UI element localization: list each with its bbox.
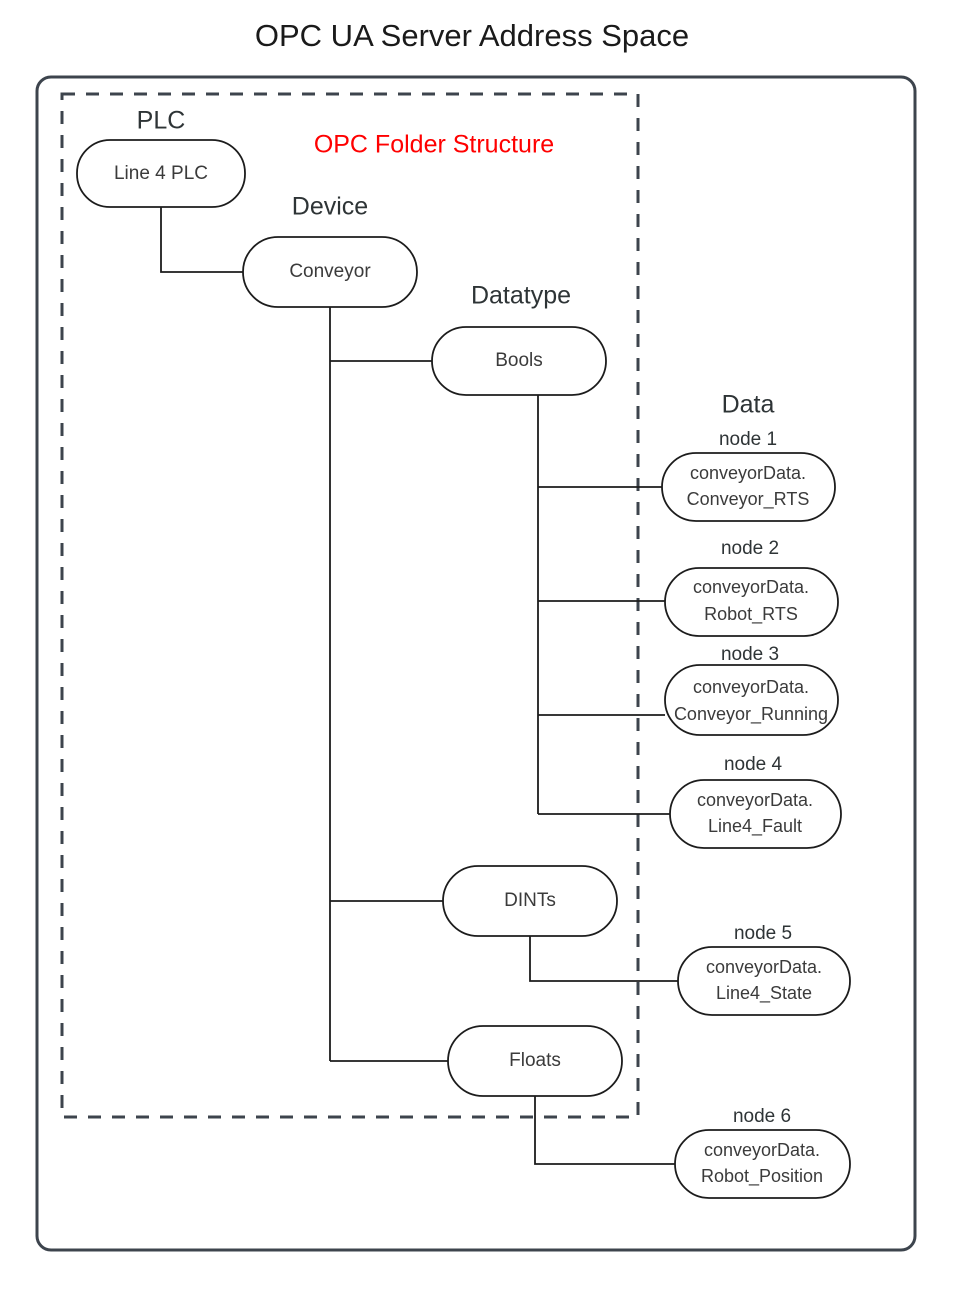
data-node-3-line1: conveyorData. (693, 677, 809, 697)
column-label-device: Device (292, 193, 368, 221)
data-node-6-line1: conveyorData. (704, 1140, 820, 1160)
data-node-4-line1: conveyorData. (697, 790, 813, 810)
opc-folder-structure-banner: OPC Folder Structure (314, 131, 554, 159)
node-dints-label: DINTs (504, 890, 556, 911)
data-node-1[interactable]: node 1 conveyorData. Conveyor_RTS (661, 429, 836, 522)
connector-floats-to-node-6 (534, 1096, 675, 1165)
data-node-4-caption: node 4 (724, 754, 783, 775)
node-floats-shape (447, 1025, 623, 1097)
data-node-5-line2: Line4_State (716, 983, 812, 1004)
node-conveyor-shape (242, 236, 418, 308)
data-node-6-caption: node 6 (733, 1106, 791, 1127)
data-node-2-line1: conveyorData. (693, 577, 809, 597)
page-title: OPC UA Server Address Space (255, 18, 689, 53)
column-label-datatype: Datatype (471, 282, 571, 310)
node-dints[interactable]: DINTs (442, 865, 618, 937)
node-dints-shape (442, 865, 618, 937)
data-node-3[interactable]: node 3 conveyorData. Conveyor_Running (664, 644, 839, 736)
column-label-data: Data (722, 391, 775, 419)
node-bools[interactable]: Bools (431, 326, 607, 396)
data-node-2-shape (664, 567, 839, 637)
address-space-frame (35, 75, 917, 1252)
opc-folder-frame (60, 92, 640, 1119)
node-line-4-plc-label: Line 4 PLC (114, 163, 208, 184)
node-conveyor[interactable]: Conveyor (242, 236, 418, 308)
data-node-4-line2: Line4_Fault (708, 816, 802, 837)
data-node-1-shape (661, 452, 836, 522)
data-node-4[interactable]: node 4 conveyorData. Line4_Fault (669, 754, 842, 849)
data-node-4-shape (669, 779, 842, 849)
node-floats[interactable]: Floats (447, 1025, 623, 1097)
node-bools-shape (431, 326, 607, 396)
node-floats-label: Floats (509, 1050, 561, 1071)
data-node-3-line2: Conveyor_Running (674, 704, 828, 725)
data-node-5[interactable]: node 5 conveyorData. Line4_State (677, 923, 851, 1016)
node-bools-label: Bools (495, 350, 543, 371)
data-node-1-caption: node 1 (719, 429, 777, 450)
data-node-2-caption: node 2 (721, 538, 779, 559)
column-label-plc: PLC (137, 107, 186, 135)
data-node-5-shape (677, 946, 851, 1016)
connector-plc-to-device (160, 207, 243, 273)
data-node-2[interactable]: node 2 conveyorData. Robot_RTS (664, 538, 839, 637)
data-node-3-shape (664, 664, 839, 736)
node-line-4-plc-shape (76, 139, 246, 208)
connector-dints-to-node-5 (529, 936, 678, 982)
data-node-1-line1: conveyorData. (690, 463, 806, 483)
data-node-6[interactable]: node 6 conveyorData. Robot_Position (674, 1106, 851, 1199)
data-node-3-caption: node 3 (721, 644, 779, 665)
data-node-6-line2: Robot_Position (701, 1166, 823, 1187)
data-node-5-line1: conveyorData. (706, 957, 822, 977)
data-node-5-caption: node 5 (734, 923, 792, 944)
node-line-4-plc[interactable]: Line 4 PLC (76, 139, 246, 208)
data-node-6-shape (674, 1129, 851, 1199)
data-node-2-line2: Robot_RTS (704, 604, 798, 625)
data-node-1-line2: Conveyor_RTS (687, 489, 810, 510)
node-conveyor-label: Conveyor (289, 261, 371, 282)
